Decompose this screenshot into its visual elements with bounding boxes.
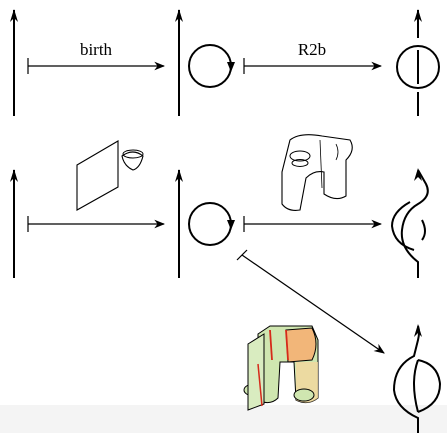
strand-up-arrow-icon (175, 169, 183, 182)
birth-surface-sketch (76, 140, 144, 211)
frame-row2-result (390, 168, 429, 278)
strand-up-arrow-icon (10, 169, 18, 182)
frame-row3-result (392, 324, 442, 433)
saddle-surface-sketch (281, 134, 353, 211)
birth-arrow-2 (27, 216, 166, 232)
frame-strand-circle-2 (175, 169, 235, 278)
strand-up-arrow-icon (175, 9, 183, 22)
colored-surface-sketch (243, 325, 319, 411)
frame-strand-2 (10, 169, 18, 278)
birth-arrow: birth (27, 40, 166, 74)
row-3 (243, 324, 442, 433)
r2b-label: R2b (298, 40, 326, 59)
strand-up-arrow-icon (414, 9, 422, 22)
strand-up-arrow-icon (414, 324, 422, 337)
diagonal-arrow (236, 249, 385, 354)
frame-strand (10, 9, 18, 116)
frame-r2b-result (396, 9, 440, 116)
row-2 (10, 134, 429, 354)
circle-orientation-arrow-icon (227, 220, 235, 230)
birth-label: birth (80, 40, 113, 59)
circle-orientation-arrow-icon (227, 62, 235, 72)
frame-strand-circle (175, 9, 235, 116)
strand-up-arrow-icon (10, 9, 18, 22)
row-1: birth R2b (10, 9, 440, 116)
r2-arrow-row2 (243, 216, 383, 232)
strand-up-arrow-icon (414, 168, 422, 181)
footer-band (0, 405, 447, 433)
r2b-arrow: R2b (243, 40, 383, 74)
